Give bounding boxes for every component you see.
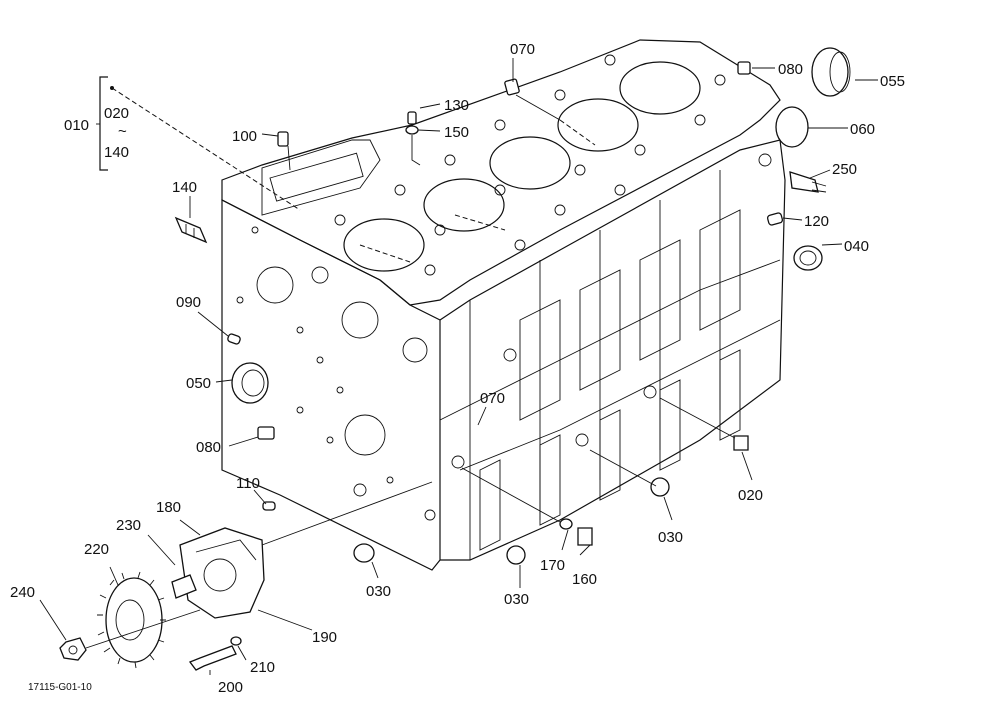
oil-pump-190 (179, 527, 265, 619)
plug-030-mid (506, 545, 526, 565)
label-070-top: 070 (510, 41, 535, 58)
label-110: 110 (236, 475, 260, 492)
pin-090 (227, 333, 241, 345)
label-010: 010 (64, 117, 89, 134)
label-020-range: 020 (104, 105, 129, 122)
plug-140 (174, 216, 208, 244)
seal-050 (231, 362, 269, 404)
label-060: 060 (850, 121, 875, 138)
label-080-top: 080 (778, 61, 803, 78)
bolt-200 (188, 645, 237, 671)
plug-055 (811, 47, 851, 97)
plug-080-side (257, 426, 275, 440)
label-180: 180 (156, 499, 181, 516)
oring-150 (405, 125, 419, 135)
label-170: 170 (540, 557, 565, 574)
plug-030-right (650, 477, 670, 497)
cylinder-bores (343, 61, 701, 272)
label-050: 050 (186, 375, 211, 392)
label-080-side: 080 (196, 439, 221, 456)
label-120: 120 (804, 213, 829, 230)
nut-240 (59, 637, 87, 661)
label-190: 190 (312, 629, 337, 646)
label-200: 200 (218, 679, 243, 696)
pipe-100 (277, 131, 289, 147)
label-160: 160 (572, 571, 597, 588)
figure-code: 17115-G01-10 (28, 682, 92, 693)
leader-lines (39, 58, 878, 675)
label-150: 150 (444, 124, 469, 141)
label-210: 210 (250, 659, 275, 676)
label-030-right: 030 (658, 529, 683, 546)
label-055: 055 (880, 73, 905, 90)
bolt-160 (577, 527, 593, 546)
gear-220 (97, 571, 166, 669)
plug-080-top (737, 61, 751, 75)
label-230: 230 (116, 517, 141, 534)
seal-040 (793, 245, 823, 271)
label-020: 020 (738, 487, 763, 504)
seal-060 (775, 106, 809, 148)
part-labels: 010 020 ~ 140 020 030 030 030 040 050 05… (10, 41, 905, 696)
bolt-020 (733, 435, 749, 451)
label-070-side: 070 (480, 390, 505, 407)
switch-250 (789, 171, 827, 193)
label-030-left: 030 (366, 583, 391, 600)
label-220: 220 (84, 541, 109, 558)
dowel-070-top (504, 78, 520, 96)
label-140: 140 (172, 179, 197, 196)
cylinder-block (221, 39, 786, 571)
block-holes (236, 54, 772, 521)
label-250: 250 (832, 161, 857, 178)
label-130: 130 (444, 97, 469, 114)
pin-120 (766, 212, 784, 226)
label-100: 100 (232, 128, 257, 145)
shaft-230 (171, 574, 197, 599)
label-090: 090 (176, 294, 201, 311)
plug-030-left (353, 543, 375, 563)
label-030-mid: 030 (504, 591, 529, 608)
pin-130 (407, 111, 417, 125)
label-040: 040 (844, 238, 869, 255)
label-range-tilde: ~ (118, 123, 127, 140)
washer-170 (559, 518, 573, 530)
washer-210 (230, 636, 242, 646)
label-140-range: 140 (104, 144, 129, 161)
label-240: 240 (10, 584, 35, 601)
